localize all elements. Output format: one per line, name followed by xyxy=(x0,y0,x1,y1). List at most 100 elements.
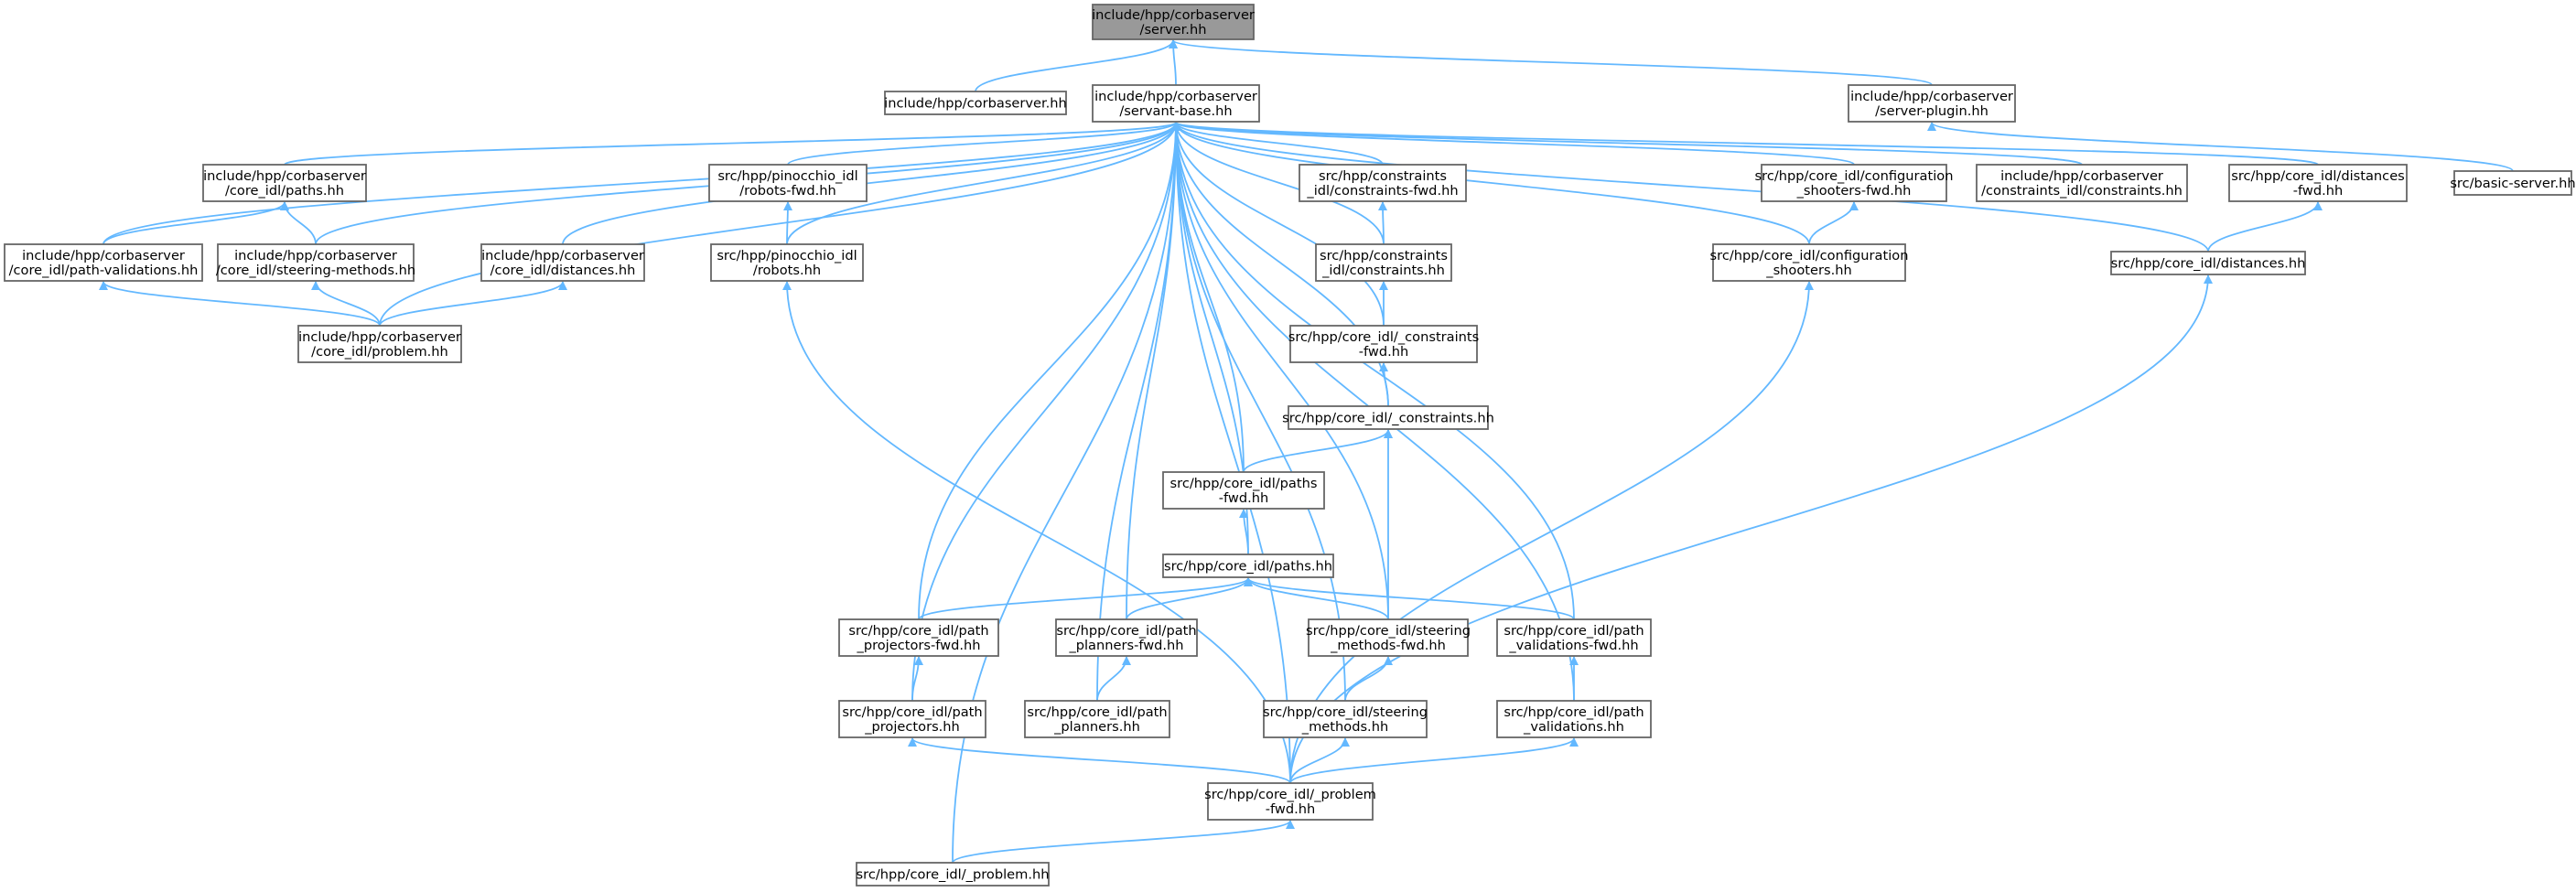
node-label-line: _methods-fwd.hh xyxy=(1330,638,1446,653)
node-box xyxy=(838,618,999,657)
node-distances-fwd[interactable]: src/hpp/core_idl/distances-fwd.hh xyxy=(2228,164,2408,202)
node-configuration-shooters-fwd[interactable]: src/hpp/core_idl/configuration_shooters-… xyxy=(1755,164,1954,202)
edge-configuration_shooters-to-servant_base xyxy=(1171,122,1810,245)
edge-problem_inc-to-steering_methods_inc xyxy=(311,281,381,327)
node-label-line: src/hpp/pinocchio_idl xyxy=(717,248,857,263)
node-label-line: -fwd.hh xyxy=(1219,490,1268,506)
edge-path_validations_inc-to-paths_inc xyxy=(102,201,289,245)
edge-path_projectors-to-servant_base xyxy=(911,122,1180,702)
node-label-line: include/hpp/corbaserver xyxy=(1092,7,1255,23)
node-label-line: include/hpp/corbaserver xyxy=(22,248,185,263)
node-path-projectors[interactable]: src/hpp/core_idl/path_projectors.hh xyxy=(838,700,986,738)
edge-constraints_idl_constraints_inc-to-servant_base xyxy=(1171,122,2083,166)
node-box xyxy=(1024,700,1170,738)
edge-steering_methods_fwd-to-paths_src xyxy=(1244,577,1389,620)
node-box xyxy=(2110,251,2306,275)
node-corbaserver[interactable]: include/hpp/corbaserver.hh xyxy=(884,91,1067,115)
node-label-line: src/hpp/core_idl/paths.hh xyxy=(1164,559,1332,575)
node-basic-server[interactable]: src/basic-server.hh xyxy=(2450,170,2576,196)
node-configuration-shooters[interactable]: src/hpp/core_idl/configuration_shooters.… xyxy=(1710,243,1909,282)
node-label-line: /robots.hh xyxy=(753,263,821,278)
node-box xyxy=(2228,164,2408,202)
node-label-line: /core_idl/distances.hh xyxy=(490,263,636,278)
edge-path_projectors_fwd-to-paths_src xyxy=(918,577,1253,620)
node-label-line: /robots-fwd.hh xyxy=(739,183,836,199)
node-label-line: _methods.hh xyxy=(1301,719,1388,735)
node-constraints-constraints-fwd[interactable]: src/hpp/constraints_idl/constraints-fwd.… xyxy=(1299,164,1467,202)
node-paths-inc[interactable]: include/hpp/corbaserver/core_idl/paths.h… xyxy=(202,164,367,202)
node-constraints-idl-constraints-inc[interactable]: include/hpp/corbaserver/constraints_idl/… xyxy=(1976,164,2188,202)
node-problem-src[interactable]: src/hpp/core_idl/_problem.hh xyxy=(856,862,1050,887)
node-steering-methods-fwd[interactable]: src/hpp/core_idl/steering_methods-fwd.hh xyxy=(1306,618,1471,657)
node-label-line: src/basic-server.hh xyxy=(2450,176,2575,191)
edge-paths_src-to-paths_fwd xyxy=(1239,509,1249,555)
node-box xyxy=(1055,618,1198,657)
node-problem-fwd[interactable]: src/hpp/core_idl/_problem-fwd.hh xyxy=(1204,782,1376,821)
node-box xyxy=(1207,782,1374,821)
node-box xyxy=(1162,471,1325,510)
edge-constraints_constraints-to-servant_base xyxy=(1171,122,1385,245)
edge-corbaserver-to-server xyxy=(975,39,1178,92)
node-label-line: src/hpp/constraints xyxy=(1319,168,1447,184)
node-box xyxy=(1162,553,1334,578)
node-path-planners-fwd[interactable]: src/hpp/core_idl/path_planners-fwd.hh xyxy=(1055,618,1198,657)
node-label-line: src/hpp/core_idl/path xyxy=(842,704,982,720)
node-label-line: src/hpp/core_idl/steering xyxy=(1306,623,1471,639)
node-steering-methods-inc[interactable]: include/hpp/corbaserver/core_idl/steerin… xyxy=(216,243,415,282)
node-path-planners[interactable]: src/hpp/core_idl/path_planners.hh xyxy=(1024,700,1170,738)
node-problem-inc[interactable]: include/hpp/corbaserver/core_idl/problem… xyxy=(297,325,462,363)
edge-problem_fwd-to-steering_methods xyxy=(1289,737,1350,784)
node-box xyxy=(884,91,1067,115)
edge-path_projectors_fwd-to-servant_base xyxy=(918,122,1180,620)
node-box xyxy=(1308,618,1469,657)
node-path-validations[interactable]: src/hpp/core_idl/path_validations.hh xyxy=(1496,700,1652,738)
node-label-line: include/hpp/corbaserver xyxy=(1850,89,2013,104)
node-distances-inc[interactable]: include/hpp/corbaserver/core_idl/distanc… xyxy=(480,243,645,282)
node-label-line: /core_idl/paths.hh xyxy=(225,183,344,199)
node-box xyxy=(708,164,868,202)
node-path-validations-inc[interactable]: include/hpp/corbaserver/core_idl/path-va… xyxy=(4,243,203,282)
node-label-line: include/hpp/corbaserver xyxy=(203,168,366,184)
node-label-line: include/hpp/corbaserver xyxy=(1094,89,1257,104)
edge-basic_server-to-server_plugin xyxy=(1927,122,2514,172)
edge-problem_src-to-problem_fwd xyxy=(952,820,1295,864)
node-label-line: src/hpp/core_idl/path xyxy=(848,623,988,639)
edge-core_constraints_fwd-to-servant_base xyxy=(1171,122,1385,327)
node-path-projectors-fwd[interactable]: src/hpp/core_idl/path_projectors-fwd.hh xyxy=(838,618,999,657)
node-label-line: src/hpp/core_idl/configuration xyxy=(1755,168,1954,184)
node-box xyxy=(1299,164,1467,202)
node-core-constraints-fwd[interactable]: src/hpp/core_idl/_constraints-fwd.hh xyxy=(1288,325,1480,363)
node-server[interactable]: include/hpp/corbaserver/server.hh xyxy=(1092,4,1255,40)
node-pinocchio-robots[interactable]: src/hpp/pinocchio_idl/robots.hh xyxy=(710,243,864,282)
edge-paths_inc-to-servant_base xyxy=(284,122,1180,166)
node-distances-src[interactable]: src/hpp/core_idl/distances.hh xyxy=(2110,251,2306,275)
node-paths-src[interactable]: src/hpp/core_idl/paths.hh xyxy=(1162,553,1334,578)
edge-path_planners-to-servant_base xyxy=(1096,122,1180,702)
node-label-line: src/hpp/core_idl/steering xyxy=(1263,704,1428,720)
node-constraints-constraints[interactable]: src/hpp/constraints_idl/constraints.hh xyxy=(1315,243,1452,282)
node-label-line: _idl/constraints-fwd.hh xyxy=(1306,183,1458,199)
node-box xyxy=(2453,170,2572,196)
node-box xyxy=(1289,325,1478,363)
node-label-line: /servant-base.hh xyxy=(1119,103,1232,119)
node-label-line: include/hpp/corbaserver xyxy=(298,329,461,345)
edge-pinocchio_robots-to-pinocchio_robots_fwd xyxy=(782,201,792,245)
edge-problem_fwd-to-pinocchio_robots xyxy=(782,281,1291,784)
edge-problem_fwd-to-path_projectors xyxy=(908,737,1291,784)
node-steering-methods[interactable]: src/hpp/core_idl/steering_methods.hh xyxy=(1263,700,1428,738)
node-path-validations-fwd[interactable]: src/hpp/core_idl/path_validations-fwd.hh xyxy=(1496,618,1652,657)
node-label-line: _shooters-fwd.hh xyxy=(1796,183,1912,199)
node-label-line: src/hpp/core_idl/_constraints xyxy=(1288,329,1480,345)
node-pinocchio-robots-fwd[interactable]: src/hpp/pinocchio_idl/robots-fwd.hh xyxy=(708,164,868,202)
node-label-line: _validations-fwd.hh xyxy=(1508,638,1638,653)
node-label-line: src/hpp/core_idl/distances xyxy=(2231,168,2405,184)
node-box xyxy=(297,325,462,363)
node-label-line: src/hpp/core_idl/distances.hh xyxy=(2111,256,2306,272)
node-core-constraints[interactable]: src/hpp/core_idl/_constraints.hh xyxy=(1282,405,1494,430)
node-label-line: include/hpp/corbaserver.hh xyxy=(884,96,1067,112)
node-paths-fwd[interactable]: src/hpp/core_idl/paths-fwd.hh xyxy=(1162,471,1325,510)
node-server-plugin[interactable]: include/hpp/corbaserver/server-plugin.hh xyxy=(1848,84,2016,123)
node-servant-base[interactable]: include/hpp/corbaserver/servant-base.hh xyxy=(1092,84,1260,123)
node-box xyxy=(202,164,367,202)
